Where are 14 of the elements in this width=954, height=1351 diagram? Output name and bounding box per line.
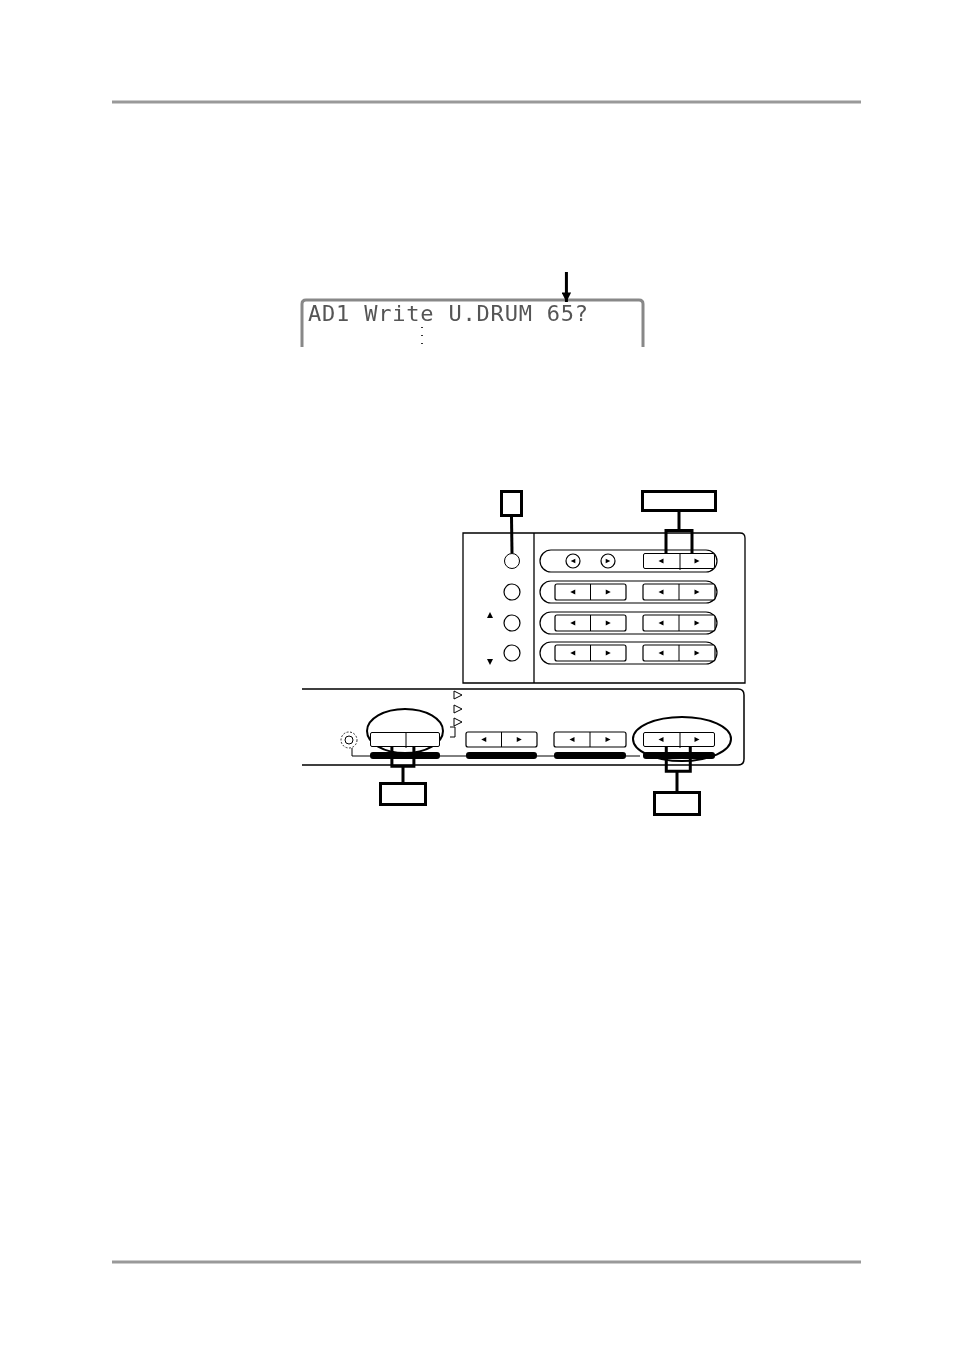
callout-box [653,791,701,816]
button-pair [370,732,440,747]
round-button [504,553,520,569]
callout-box [500,490,523,517]
button-pair [643,553,715,569]
arrow [561,272,572,302]
button-pair [643,732,715,747]
leader-line [510,516,514,554]
display-text: AD1 Write U.DRUM 65? [308,302,600,326]
leader-line [664,510,694,555]
callout-box [641,490,717,512]
leader-line [664,745,692,793]
leader-line [390,745,416,784]
callout-box [379,782,427,806]
